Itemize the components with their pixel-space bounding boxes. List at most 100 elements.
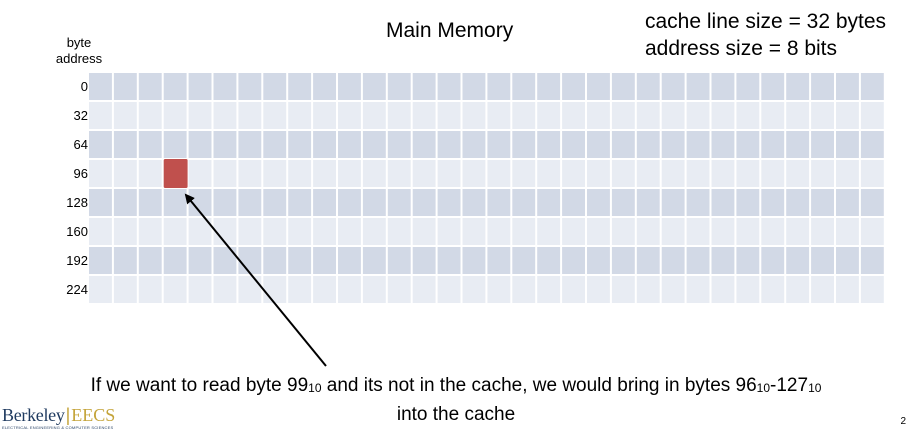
memory-byte-cell bbox=[811, 102, 834, 129]
memory-byte-cell bbox=[562, 247, 585, 274]
row-label: 224 bbox=[66, 282, 88, 297]
memory-byte-cell bbox=[213, 189, 237, 216]
memory-byte-cell bbox=[163, 276, 187, 303]
memory-byte-cell bbox=[188, 131, 212, 158]
memory-byte-cell bbox=[288, 160, 312, 187]
memory-byte-cell bbox=[811, 276, 834, 303]
memory-byte-cell bbox=[213, 102, 237, 129]
memory-byte-cell bbox=[587, 218, 610, 245]
memory-byte-cell bbox=[512, 73, 536, 100]
memory-byte-cell bbox=[288, 189, 312, 216]
memory-byte-cell bbox=[736, 73, 760, 100]
memory-byte-cell bbox=[338, 131, 361, 158]
memory-byte-cell bbox=[562, 131, 585, 158]
memory-byte-cell bbox=[89, 131, 112, 158]
memory-byte-cell bbox=[786, 218, 810, 245]
caption-text: If we want to read byte 99 bbox=[90, 375, 309, 396]
memory-byte-cell bbox=[487, 160, 511, 187]
memory-byte-cell bbox=[562, 218, 585, 245]
memory-byte-cell bbox=[163, 131, 187, 158]
memory-byte-cell bbox=[611, 247, 635, 274]
memory-cells bbox=[89, 73, 884, 303]
memory-byte-cell bbox=[761, 102, 785, 129]
logo-tagline: ELECTRICAL ENGINEERING & COMPUTER SCIENC… bbox=[2, 425, 114, 430]
memory-byte-cell bbox=[587, 189, 610, 216]
memory-byte-cell bbox=[836, 131, 859, 158]
explanation-caption: If we want to read byte 9910 and its not… bbox=[0, 372, 912, 428]
memory-byte-cell bbox=[711, 102, 735, 129]
diagram-title: Main Memory bbox=[386, 19, 514, 42]
base-subscript: 10 bbox=[308, 381, 322, 395]
memory-byte-cell bbox=[786, 160, 810, 187]
memory-byte-cell bbox=[736, 131, 760, 158]
memory-byte-cell bbox=[113, 102, 137, 129]
memory-byte-cell bbox=[711, 247, 735, 274]
memory-byte-cell bbox=[786, 189, 810, 216]
memory-byte-cell bbox=[636, 247, 660, 274]
row-label: 64 bbox=[73, 137, 88, 152]
memory-byte-cell bbox=[587, 73, 610, 100]
memory-byte-cell bbox=[362, 218, 386, 245]
memory-byte-cell bbox=[188, 73, 212, 100]
memory-byte-cell bbox=[736, 160, 760, 187]
memory-byte-cell bbox=[587, 247, 610, 274]
memory-byte-cell bbox=[89, 160, 112, 187]
memory-byte-cell bbox=[661, 131, 685, 158]
memory-byte-cell bbox=[238, 247, 262, 274]
memory-byte-cell bbox=[213, 247, 237, 274]
byte-address-header: byte address bbox=[40, 35, 118, 67]
memory-byte-cell bbox=[736, 276, 760, 303]
memory-byte-cell bbox=[487, 276, 511, 303]
memory-byte-cell bbox=[288, 247, 312, 274]
memory-byte-cell bbox=[836, 276, 859, 303]
memory-byte-cell bbox=[811, 189, 834, 216]
highlighted-byte-cell bbox=[163, 159, 188, 188]
memory-byte-cell bbox=[711, 218, 735, 245]
memory-byte-cell bbox=[761, 131, 785, 158]
memory-byte-cell bbox=[412, 247, 436, 274]
memory-byte-cell bbox=[412, 189, 436, 216]
memory-byte-cell bbox=[238, 160, 262, 187]
row-label: 192 bbox=[66, 253, 88, 268]
memory-byte-cell bbox=[412, 218, 436, 245]
memory-byte-cell bbox=[288, 131, 312, 158]
row-label: 0 bbox=[80, 79, 88, 94]
memory-byte-cell bbox=[512, 131, 536, 158]
memory-byte-cell bbox=[811, 218, 834, 245]
memory-byte-cell bbox=[213, 160, 237, 187]
memory-byte-cell bbox=[113, 73, 137, 100]
memory-byte-cell bbox=[213, 73, 237, 100]
memory-byte-cell bbox=[636, 73, 660, 100]
memory-byte-cell bbox=[537, 276, 561, 303]
memory-byte-cell bbox=[860, 160, 884, 187]
memory-byte-cell bbox=[362, 247, 386, 274]
memory-byte-cell bbox=[462, 276, 486, 303]
memory-byte-cell bbox=[313, 189, 336, 216]
memory-byte-cell bbox=[686, 131, 710, 158]
memory-byte-cell bbox=[711, 131, 735, 158]
memory-byte-cell bbox=[412, 160, 436, 187]
memory-byte-cell bbox=[263, 276, 287, 303]
memory-byte-cell bbox=[313, 131, 336, 158]
memory-byte-cell bbox=[711, 276, 735, 303]
memory-byte-cell bbox=[487, 73, 511, 100]
memory-byte-cell bbox=[860, 189, 884, 216]
memory-byte-cell bbox=[537, 189, 561, 216]
memory-byte-cell bbox=[512, 160, 536, 187]
memory-byte-cell bbox=[537, 73, 561, 100]
memory-byte-cell bbox=[686, 218, 710, 245]
memory-byte-cell bbox=[263, 160, 287, 187]
memory-byte-cell bbox=[188, 218, 212, 245]
memory-byte-cell bbox=[89, 189, 112, 216]
caption-text: and its not in the cache, we would bring… bbox=[321, 375, 757, 396]
memory-byte-cell bbox=[288, 73, 312, 100]
memory-byte-cell bbox=[138, 218, 162, 245]
memory-byte-cell bbox=[188, 247, 212, 274]
memory-byte-cell bbox=[387, 102, 411, 129]
memory-byte-cell bbox=[462, 189, 486, 216]
memory-byte-cell bbox=[562, 160, 585, 187]
memory-byte-cell bbox=[113, 131, 137, 158]
memory-byte-cell bbox=[89, 218, 112, 245]
memory-byte-cell bbox=[836, 247, 859, 274]
memory-byte-cell bbox=[462, 102, 486, 129]
